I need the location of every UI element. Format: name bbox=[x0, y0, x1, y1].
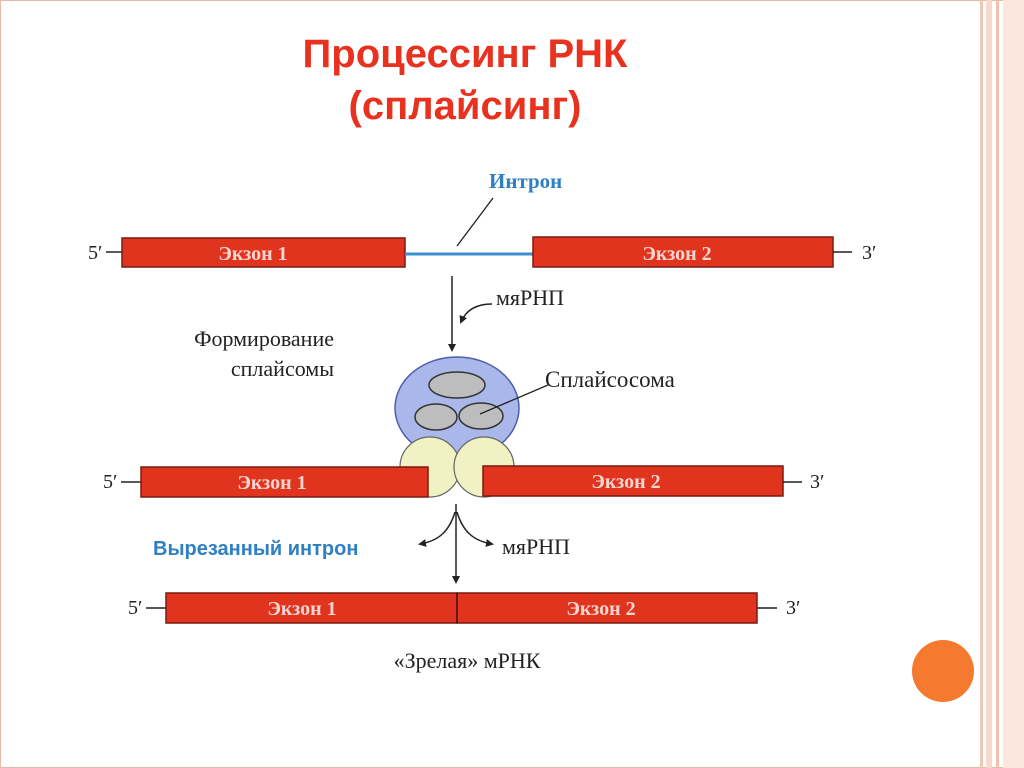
five-prime-label: 5′ bbox=[103, 471, 117, 493]
exon-1 bbox=[121, 237, 406, 268]
exon-2-label: Экзон 2 bbox=[566, 598, 635, 620]
mature-mrna-strand: 5′ Экзон 1 Экзон 2 3′ bbox=[128, 592, 800, 624]
exon-1-label: Экзон 1 bbox=[218, 243, 287, 265]
exon-1 bbox=[165, 592, 458, 624]
three-prime-label: 3′ bbox=[786, 597, 800, 619]
exon-1 bbox=[140, 466, 429, 498]
exon-2 bbox=[532, 236, 834, 268]
spliceosome-strand: 5′ Экзон 1 Экзон 2 3′ bbox=[103, 465, 824, 498]
decor-stripe bbox=[1003, 0, 1024, 768]
excised-intron-arrow bbox=[418, 511, 456, 547]
slide-title: Процессинг РНК bbox=[302, 32, 628, 76]
formation-label: сплайсомы bbox=[231, 356, 334, 381]
snrnp-label: мяРНП bbox=[502, 534, 570, 559]
exon-2-label: Экзон 2 bbox=[642, 243, 711, 265]
intron-label: Интрон bbox=[489, 169, 562, 193]
pre-mrna-strand: 5′ Экзон 1 Экзон 2 3′ bbox=[88, 236, 876, 268]
spliceosome-subunit bbox=[428, 371, 486, 399]
snrnp-release-arrow bbox=[456, 511, 494, 547]
exon-1-label: Экзон 1 bbox=[267, 598, 336, 620]
spliceosome-pointer bbox=[479, 384, 549, 415]
exon-1-label: Экзон 1 bbox=[237, 472, 306, 494]
slide-subtitle: (сплайсинг) bbox=[348, 84, 582, 128]
snrnp-label: мяРНП bbox=[496, 285, 564, 310]
exon-2 bbox=[482, 465, 784, 497]
decor-stripe bbox=[996, 0, 999, 768]
decor-stripe bbox=[986, 0, 992, 768]
mature-mrna-label: «Зрелая» мРНК bbox=[394, 648, 541, 673]
exon-2-label: Экзон 2 bbox=[591, 471, 660, 493]
three-prime-label: 3′ bbox=[862, 242, 876, 264]
five-prime-label: 5′ bbox=[128, 597, 142, 619]
spliceosome-label: Сплайсосома bbox=[545, 367, 675, 392]
excised-intron-label: Вырезанный интрон bbox=[153, 538, 358, 560]
three-prime-label: 3′ bbox=[810, 471, 824, 493]
decor-circle bbox=[912, 640, 974, 702]
spliceosome-subunit bbox=[414, 403, 458, 431]
formation-label: Формирование bbox=[194, 326, 334, 351]
snrnp-arrow bbox=[459, 303, 493, 324]
intron-pointer bbox=[456, 197, 494, 247]
five-prime-label: 5′ bbox=[88, 242, 102, 264]
decor-stripe bbox=[980, 0, 983, 768]
